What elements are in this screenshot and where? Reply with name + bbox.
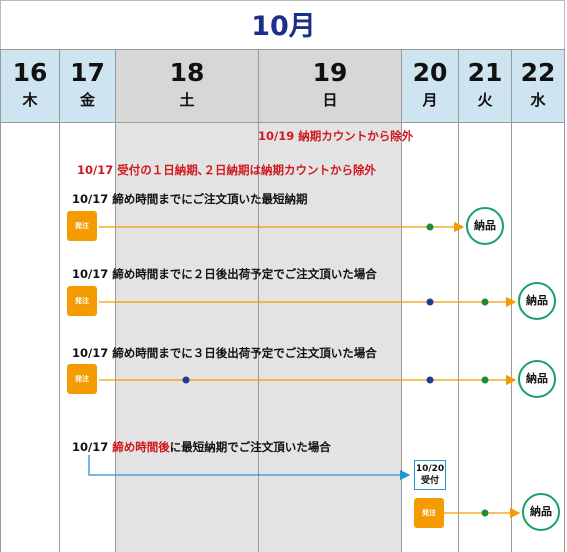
dot-case1-20	[426, 223, 434, 231]
case-2-label: 10/17 締め時間までに２日後出荷予定でご注文頂いた場合	[72, 267, 377, 281]
case-1-label: 10/17 締め時間までにご注文頂いた最短納期	[72, 192, 308, 206]
day-header-17: 17 金	[59, 49, 116, 123]
day-header-19: 19 日	[258, 49, 402, 123]
day-number: 20	[412, 58, 448, 87]
delivery-icon: 納品	[518, 360, 556, 398]
case-4-suffix: に最短納期でご注文頂いた場合	[169, 440, 331, 454]
day-number: 16	[12, 58, 48, 87]
dot-case3-20	[426, 376, 434, 384]
column-22	[511, 123, 565, 552]
day-number: 18	[169, 58, 205, 87]
day-header-20: 20 月	[401, 49, 459, 123]
month-bar	[0, 0, 565, 49]
day-number: 17	[70, 58, 105, 87]
case-3-label: 10/17 締め時間までに３日後出荷予定でご注文頂いた場合	[72, 346, 377, 360]
column-16	[0, 123, 59, 552]
dot-case3-21	[481, 376, 489, 384]
day-number: 19	[312, 58, 348, 87]
day-weekday: 火	[477, 91, 493, 109]
case-4-label: 10/17 締め時間後に最短納期でご注文頂いた場合	[72, 439, 331, 455]
day-number: 22	[520, 58, 556, 87]
day-weekday: 土	[179, 91, 195, 109]
dot-case4-21	[481, 509, 489, 517]
dot-case2-21	[481, 298, 489, 306]
column-20	[401, 123, 458, 552]
day-weekday: 日	[322, 91, 338, 109]
day-weekday: 金	[79, 91, 95, 109]
day-header-22: 22 水	[511, 49, 565, 123]
column-18	[115, 123, 258, 552]
day-weekday: 月	[422, 91, 438, 109]
order-icon: 発注	[67, 364, 97, 394]
case-4-highlight: 締め時間後	[112, 440, 170, 454]
day-number: 21	[467, 58, 503, 87]
day-weekday: 水	[530, 91, 546, 109]
day-header-16: 16 木	[0, 49, 60, 123]
weekend-exclusion-note: 10/17 受付の１日納期､２日納期は納期カウントから除外	[77, 163, 376, 177]
delivery-icon: 納品	[518, 282, 556, 320]
delivery-icon: 納品	[466, 207, 504, 245]
dot-case3-18	[182, 376, 190, 384]
delivery-icon: 納品	[522, 493, 560, 531]
accept-date: 10/20	[415, 464, 445, 474]
day-weekday: 木	[22, 91, 38, 109]
column-17	[59, 123, 115, 552]
order-icon: 発注	[67, 286, 97, 316]
order-icon: 発注	[414, 498, 444, 528]
holiday-exclusion-note: 10/19 納期カウントから除外	[258, 129, 414, 143]
case-4-prefix: 10/17	[72, 440, 113, 454]
day-header-18: 18 土	[115, 49, 259, 123]
accept-arrow-case4	[88, 455, 411, 481]
column-19	[258, 123, 401, 552]
accept-date-box: 10/20 受付	[414, 460, 446, 490]
dot-case2-20	[426, 298, 434, 306]
accept-label: 受付	[420, 476, 439, 486]
month-title: 10月	[251, 11, 316, 42]
column-21	[458, 123, 511, 552]
order-icon: 発注	[67, 211, 97, 241]
